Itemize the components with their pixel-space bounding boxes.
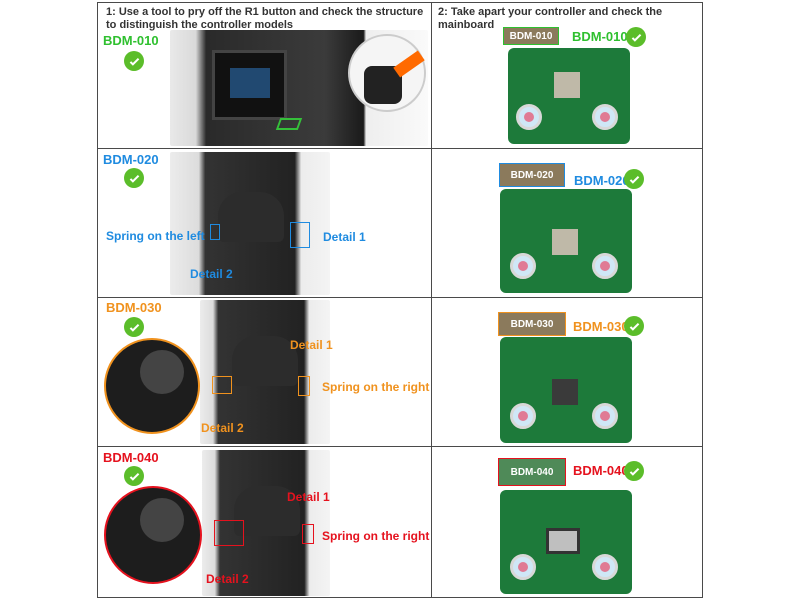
thumbstick-right xyxy=(592,554,618,580)
thumbstick-right xyxy=(592,104,618,130)
r1-socket xyxy=(212,50,287,120)
spring-detail xyxy=(140,350,184,394)
controller-photo xyxy=(170,30,428,146)
check-icon xyxy=(624,169,644,189)
detail-1-box xyxy=(298,376,310,396)
controller-photo xyxy=(200,300,330,444)
detail-2-box xyxy=(214,520,244,546)
thumbstick-left xyxy=(510,403,536,429)
model-label-left: BDM-010 xyxy=(103,33,159,48)
board-chip-label: BDM-030 xyxy=(498,312,566,336)
check-icon xyxy=(124,51,144,71)
check-icon xyxy=(624,461,644,481)
callout-spring-right: Spring on the right xyxy=(322,380,430,394)
r1-socket xyxy=(234,486,300,536)
comparison-grid xyxy=(97,2,703,598)
controller-photo xyxy=(170,152,330,295)
left-column-header: 1: Use a tool to pry off the R1 button a… xyxy=(106,6,424,31)
model-label-left: BDM-030 xyxy=(106,300,162,315)
detail-1-box xyxy=(302,524,314,544)
thumbstick-left xyxy=(510,253,536,279)
thumbstick-right xyxy=(592,253,618,279)
detail-2-box xyxy=(210,224,220,240)
spring-detail xyxy=(140,498,184,542)
highlight-marker xyxy=(275,118,303,130)
thumbstick-left xyxy=(510,554,536,580)
check-icon xyxy=(124,168,144,188)
zoom-circle xyxy=(348,34,426,112)
lens-detail xyxy=(230,68,270,98)
model-label-left: BDM-040 xyxy=(103,450,159,465)
mainboard xyxy=(500,337,632,443)
model-label-right: BDM-040 xyxy=(573,463,629,478)
pry-tool xyxy=(393,50,425,78)
row-divider xyxy=(97,148,703,149)
mainboard xyxy=(508,48,630,144)
model-label-right: BDM-030 xyxy=(573,319,629,334)
callout-spring-left: Spring on the left xyxy=(106,229,205,243)
callout-detail-1: Detail 1 xyxy=(323,230,366,244)
chip xyxy=(546,528,580,554)
controller-photo xyxy=(202,450,330,596)
r1-socket xyxy=(232,336,298,386)
callout-detail-2: Detail 2 xyxy=(201,421,244,435)
column-divider xyxy=(431,2,432,598)
model-label-left: BDM-020 xyxy=(103,152,159,167)
zoom-circle xyxy=(104,486,202,584)
board-chip-label: BDM-040 xyxy=(498,458,566,486)
callout-detail-1: Detail 1 xyxy=(287,490,330,504)
check-icon xyxy=(624,316,644,336)
row-divider xyxy=(97,297,703,298)
chip xyxy=(552,379,578,405)
callout-detail-1: Detail 1 xyxy=(290,338,333,352)
check-icon xyxy=(124,466,144,486)
board-chip-label: BDM-010 xyxy=(503,27,559,45)
mainboard xyxy=(500,189,632,293)
model-label-right: BDM-020 xyxy=(574,173,630,188)
model-label-right: BDM-010 xyxy=(572,29,628,44)
r1-socket xyxy=(218,192,284,242)
board-chip-label: BDM-020 xyxy=(499,163,565,187)
callout-detail-2: Detail 2 xyxy=(206,572,249,586)
check-icon xyxy=(124,317,144,337)
mainboard xyxy=(500,490,632,594)
zoom-circle xyxy=(104,338,200,434)
callout-detail-2: Detail 2 xyxy=(190,267,233,281)
row-divider xyxy=(97,446,703,447)
chip xyxy=(554,72,580,98)
thumbstick-right xyxy=(592,403,618,429)
detail-2-box xyxy=(212,376,232,394)
callout-spring-right: Spring on the right xyxy=(322,529,430,543)
right-column-header: 2: Take apart your controller and check … xyxy=(438,6,663,31)
chip xyxy=(552,229,578,255)
check-icon xyxy=(626,27,646,47)
detail-1-box xyxy=(290,222,310,248)
thumbstick-left xyxy=(516,104,542,130)
